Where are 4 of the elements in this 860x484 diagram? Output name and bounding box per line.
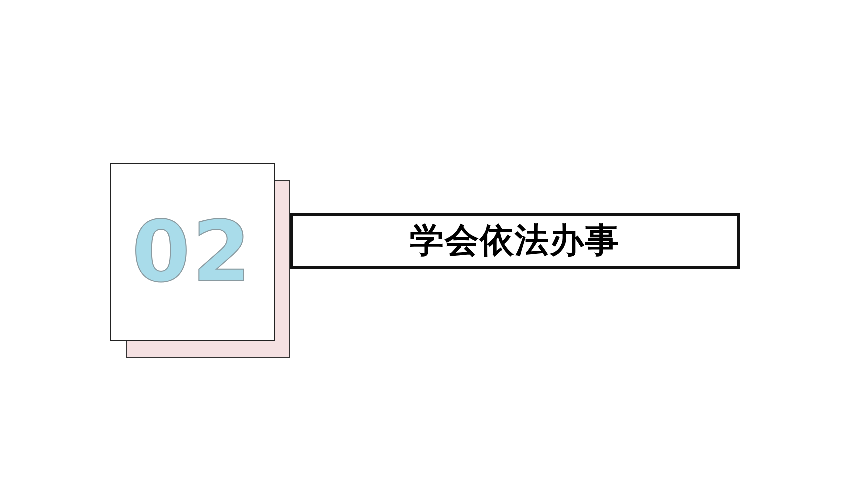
number-box (110, 163, 275, 341)
section-number: 02 (132, 203, 253, 301)
section-title: 学会依法办事 (410, 220, 620, 263)
title-box (290, 213, 740, 269)
